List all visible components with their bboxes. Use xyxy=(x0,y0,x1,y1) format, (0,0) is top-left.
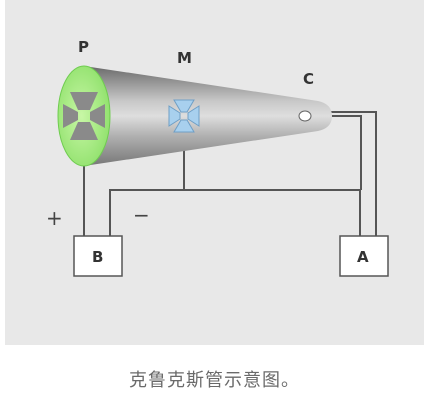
diagram-background xyxy=(5,0,424,345)
label-plus: + xyxy=(46,206,63,230)
box-b xyxy=(73,235,123,277)
wire-c-outer xyxy=(322,111,377,236)
maltese-cross xyxy=(168,99,200,133)
box-a xyxy=(339,235,389,277)
label-minus: − xyxy=(133,203,150,227)
cross-shadow xyxy=(63,92,105,140)
figure-caption: 克鲁克斯管示意图。 xyxy=(129,370,300,391)
label-m: M xyxy=(177,49,192,67)
wire-b-to-a xyxy=(109,189,361,236)
label-c: C xyxy=(303,70,314,88)
box-a-label: A xyxy=(357,248,369,266)
cathode-disc xyxy=(57,65,111,167)
anode-electrode xyxy=(298,110,312,122)
box-b-label: B xyxy=(92,248,103,266)
label-p: P xyxy=(78,38,89,56)
tube-body xyxy=(84,66,332,166)
